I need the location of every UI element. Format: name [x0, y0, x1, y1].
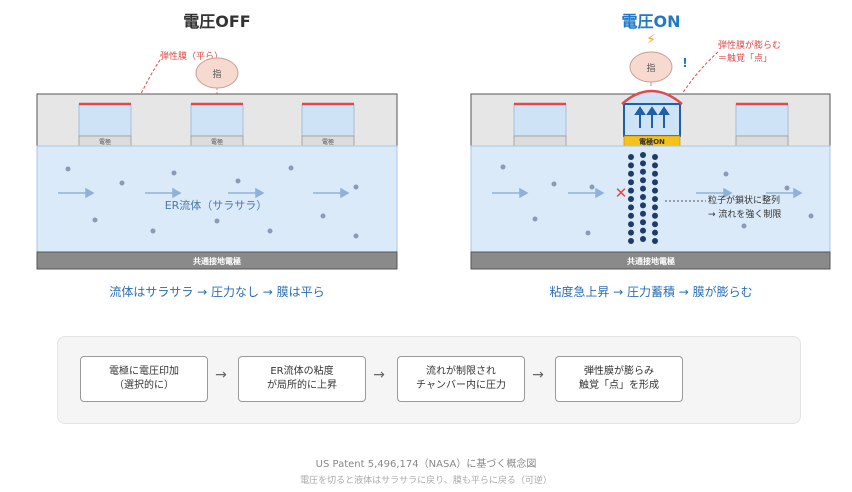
voltage-bolt-icon: ⚡ — [646, 32, 656, 48]
chamber-right — [735, 102, 789, 147]
chain-particle — [628, 229, 634, 236]
chain-particle — [652, 187, 658, 194]
chain-particle — [652, 162, 658, 169]
er-fluid-region — [36, 145, 398, 253]
finger-label: 指 — [212, 68, 221, 80]
chain-particle — [652, 154, 658, 160]
off-annotation-leader — [136, 59, 161, 103]
chain-particle — [640, 236, 646, 242]
chain-particle — [652, 229, 658, 236]
chamber-3 — [301, 102, 355, 147]
off-membrane-annotation: 弾性膜（平ら） — [160, 50, 223, 62]
chain-particle — [628, 162, 634, 169]
flow-step-1: 電極に電圧印加 （選択的に） — [80, 356, 208, 402]
chain-particle — [640, 177, 646, 184]
flow-arrows-on — [492, 187, 803, 199]
chain-particle — [628, 196, 634, 202]
chain-particle — [640, 227, 646, 234]
electrode-label-2: 電極 — [211, 138, 223, 146]
flow-arrow-1: → — [215, 367, 227, 383]
electrode-on-label: 電極ON — [639, 137, 665, 146]
reversibility-note: 電圧を切ると液体はサラサラに戻り、膜も平らに戻る（可逆） — [300, 476, 552, 486]
off-panel-diagram: 弾性膜（平ら） 指 電極 電極 電極 ER流体（サラサラ） 共 — [36, 50, 398, 270]
chain-particle — [628, 170, 634, 177]
chamber-1 — [78, 102, 132, 147]
free-particles — [500, 164, 814, 236]
chain-particle — [640, 168, 646, 175]
chain-particle — [628, 221, 634, 228]
chain-particle — [640, 185, 646, 192]
chain-note-line2: → 流れを強く制限 — [708, 208, 781, 220]
chain-particle — [652, 179, 658, 186]
er-fluid-region-on — [470, 145, 831, 253]
chain-note-line1: 粒子が鎖状に整列 — [708, 194, 780, 206]
chamber-2 — [190, 102, 244, 147]
fluid-particles — [65, 165, 359, 239]
flow-step-2: ER流体の粘度 が局所的に上昇 — [238, 356, 366, 402]
electrode-label-1: 電極 — [99, 138, 111, 146]
chain-particle — [628, 187, 634, 194]
flow-arrow-3: → — [532, 367, 544, 383]
chain-particle — [628, 204, 634, 211]
chain-particle — [652, 221, 658, 228]
chain-particle — [652, 196, 658, 202]
chain-particle — [640, 210, 646, 217]
on-membrane-annotation-2: ＝触覚「点」 — [718, 52, 772, 64]
off-panel-caption: 流体はサラサラ → 圧力なし → 膜は平ら — [109, 285, 325, 299]
chain-particle — [640, 152, 646, 158]
on-membrane-annotation-1: 弾性膜が膨らむ — [718, 39, 781, 51]
chain-particle — [628, 179, 634, 186]
chain-particle — [652, 170, 658, 177]
ground-electrode-label-on: 共通接地電極 — [627, 256, 675, 266]
on-annotation-leader — [681, 51, 719, 95]
chain-particle — [652, 204, 658, 211]
on-panel-title: 電圧ON — [621, 12, 681, 31]
ground-electrode-label: 共通接地電極 — [193, 256, 241, 266]
chain-particle — [640, 219, 646, 226]
flow-step-4: 弾性膜が膨らみ 触覚「点」を形成 — [555, 356, 683, 402]
chained-particles — [628, 152, 658, 244]
chain-particle — [652, 212, 658, 219]
ground-electrode-on — [470, 251, 831, 270]
chamber-left — [513, 102, 567, 147]
chain-particle — [640, 194, 646, 200]
flow-arrows — [58, 187, 350, 199]
on-panel-diagram: ⚡ 弾性膜が膨らむ ＝触覚「点」 ! 指 電極ON — [470, 32, 831, 270]
blocked-flow-mark: ✕ — [615, 184, 628, 202]
process-flow: 電極に電圧印加 （選択的に） → ER流体の粘度 が局所的に上昇 → 流れが制限… — [57, 336, 801, 424]
chain-particle — [640, 160, 646, 167]
ground-electrode — [36, 251, 398, 270]
er-fluid-label: ER流体（サラサラ） — [165, 198, 268, 212]
chain-particle — [628, 238, 634, 244]
chain-particle — [628, 212, 634, 219]
flow-arrow-2: → — [373, 367, 385, 383]
chain-particle — [652, 238, 658, 244]
finger-label-on: 指 — [646, 62, 655, 74]
on-panel-caption: 粘度急上昇 → 圧力蓄積 → 膜が膨らむ — [549, 285, 753, 299]
alert-mark: ! — [682, 56, 687, 70]
off-panel-title: 電圧OFF — [183, 12, 251, 31]
pressure-arrows — [634, 106, 670, 128]
chain-particle — [628, 154, 634, 160]
chain-particle — [640, 202, 646, 209]
electrode-label-3: 電極 — [322, 138, 334, 146]
flow-step-3: 流れが制限され チャンバー内に圧力 — [397, 356, 525, 402]
source-note: US Patent 5,496,174（NASA）に基づく概念図 — [315, 459, 537, 470]
